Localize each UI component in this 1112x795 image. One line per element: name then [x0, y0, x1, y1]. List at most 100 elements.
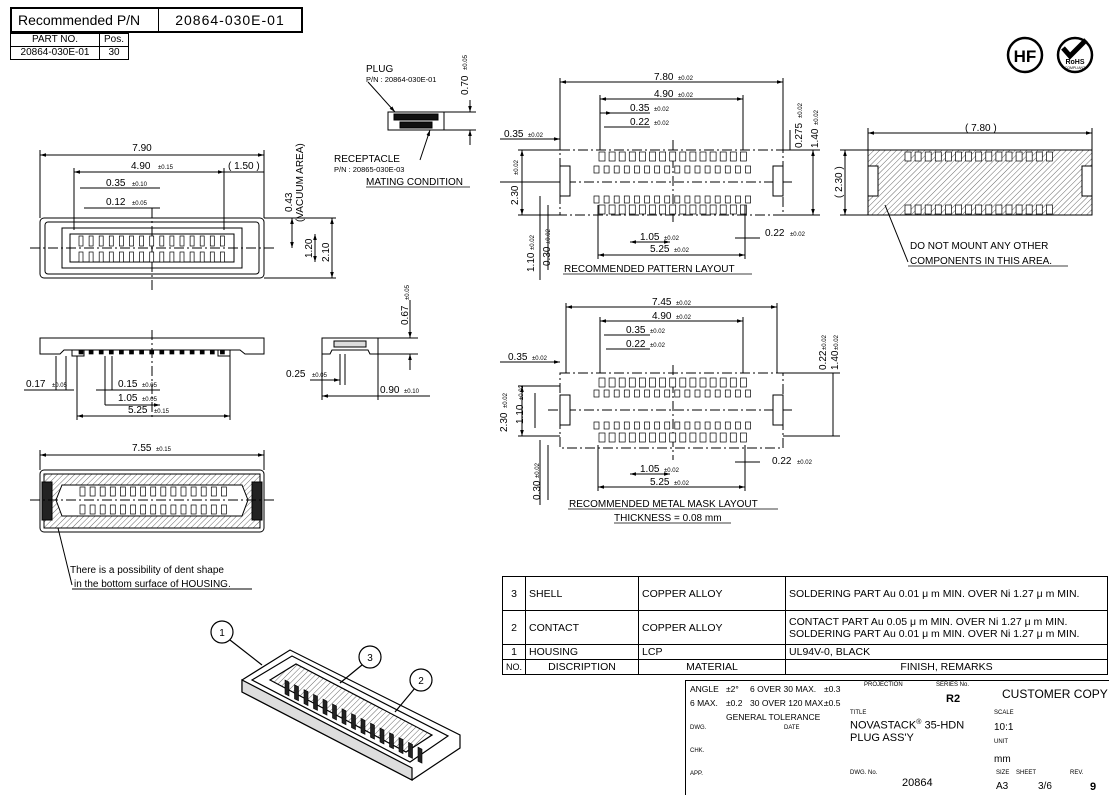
contact-pin: [170, 504, 177, 515]
svg-text:5.25: 5.25: [650, 244, 670, 255]
pattern-pad: [745, 195, 751, 204]
contact-pin: [210, 486, 217, 497]
contact-lead: [220, 349, 225, 355]
svg-text:0.35: 0.35: [106, 178, 126, 189]
mask-pad: [598, 432, 606, 443]
end-view-dims: 0.67 ±0.05 0.25±0.05 0.90±0.10: [286, 284, 420, 396]
iso-contact: [389, 732, 394, 750]
contact-pin: [169, 251, 175, 263]
iso-contact: [313, 693, 318, 711]
contact-lead: [209, 349, 215, 355]
iso-contact: [379, 727, 385, 745]
contact-lead: [78, 349, 84, 355]
contact-pin: [160, 504, 167, 515]
bom-mat-1: LCP: [638, 644, 787, 660]
contact-pin: [221, 486, 227, 497]
tb-dwg-no-lbl: DWG. No.: [850, 770, 878, 776]
contact-pin: [139, 251, 144, 263]
pattern-pad: [684, 165, 691, 174]
contact-pin: [179, 235, 185, 247]
keepout-pad: [914, 204, 922, 215]
tb-title1-tail: 35-HDN: [921, 719, 965, 732]
mask-dims: 7.45±0.02 4.90±0.02 0.35±0.02 0.22±0.02 …: [499, 297, 841, 524]
contact-pin: [78, 235, 84, 247]
mask-pad: [699, 432, 707, 443]
svg-text:±0.02: ±0.02: [650, 343, 666, 349]
pattern-pad: [724, 165, 731, 174]
pattern-pad: [679, 204, 687, 215]
bom-header-desc: DISCRIPTION: [525, 659, 640, 675]
mating-text: PLUG P/N : 20864-030E-01 RECEPTACLE P/N …: [334, 54, 471, 188]
svg-text:±0.02: ±0.02: [650, 329, 666, 335]
tb-over30: 30 OVER 120 MAX.: [750, 698, 826, 708]
svg-text:±0.02: ±0.02: [834, 334, 840, 350]
pos-cell: 30: [98, 46, 130, 60]
tb-unit: mm: [994, 754, 1011, 765]
recommended-pn-header: Recommended P/N 20864-030E-01: [10, 7, 303, 33]
mask-pad: [608, 377, 616, 388]
svg-text:7.45: 7.45: [652, 297, 672, 308]
pattern-pad: [659, 151, 666, 162]
keepout-pad: [1015, 204, 1023, 215]
pattern-pad: [694, 165, 701, 174]
svg-text:±0.02: ±0.02: [674, 481, 690, 487]
svg-text:1.10: 1.10: [526, 252, 537, 272]
svg-text:0.35: 0.35: [626, 325, 646, 336]
tb-sheet: 3/6: [1038, 781, 1052, 792]
contact-pin: [159, 235, 165, 247]
pattern-pad: [618, 151, 626, 162]
contact-pin: [189, 235, 195, 247]
svg-text:5.25: 5.25: [650, 477, 670, 488]
pattern-pad: [634, 165, 640, 174]
keepout-pad: [975, 204, 983, 215]
pattern-pad: [644, 195, 650, 204]
mask-pad: [719, 432, 727, 443]
mask-pad: [654, 389, 660, 398]
iso-contact: [370, 722, 375, 740]
contact-lead: [88, 349, 94, 355]
top-view-dims: 7.90 4.90 ±0.15 ( 1.50 ) 0.35 ±0.10 0.12…: [106, 143, 332, 262]
tb-scale: 10:1: [994, 722, 1014, 733]
contact-pin: [78, 251, 84, 263]
pattern-pad: [704, 165, 711, 174]
bom-table-wrap: 3 SHELL COPPER ALLOY SOLDERING PART Au 0…: [501, 576, 1108, 680]
mask-pad: [724, 389, 731, 398]
svg-text:±0.15: ±0.15: [156, 447, 172, 453]
tb-date: DATE: [784, 725, 800, 731]
mask-pad: [664, 421, 671, 430]
contact-pin: [99, 504, 106, 515]
mask-pad: [664, 389, 671, 398]
keepout-pad: [1046, 204, 1053, 215]
mask-pad: [709, 432, 717, 443]
svg-text:±0.02: ±0.02: [676, 315, 692, 321]
keepout-pad: [1035, 151, 1043, 162]
pattern-pad: [603, 195, 610, 204]
bom-table: 3 SHELL COPPER ALLOY SOLDERING PART Au 0…: [501, 576, 1108, 675]
svg-text:0.22: 0.22: [772, 456, 792, 467]
mask-pad: [684, 389, 691, 398]
mask-pad: [603, 389, 610, 398]
bottom-view-text: 7.55±0.15 There is a possibility of dent…: [70, 443, 231, 590]
mask-pad: [694, 421, 701, 430]
tb-dwg-no: 20864: [902, 777, 933, 789]
pattern-pad: [689, 151, 697, 162]
mask-pad: [740, 432, 747, 443]
contact-pin: [170, 486, 177, 497]
tb-rev-lbl: REV.: [1070, 770, 1084, 776]
pattern-pad: [628, 204, 636, 215]
pattern-pad: [674, 165, 681, 174]
contact-pin: [129, 235, 134, 247]
contact-pin: [120, 486, 126, 497]
svg-text:0.35: 0.35: [504, 129, 524, 140]
svg-text:±0.02: ±0.02: [678, 93, 694, 99]
contact-pin: [180, 504, 187, 515]
svg-text:±0.02: ±0.02: [798, 102, 804, 118]
pattern-pad: [669, 204, 677, 215]
tb-app: APP.: [690, 771, 703, 777]
tb-scale-lbl: SCALE: [994, 710, 1014, 716]
mask-pad: [634, 421, 640, 430]
keepout-pad: [1035, 204, 1043, 215]
mating-view: [367, 81, 476, 161]
svg-text:±0.15: ±0.15: [158, 165, 174, 171]
svg-text:±0.02: ±0.02: [676, 301, 692, 307]
